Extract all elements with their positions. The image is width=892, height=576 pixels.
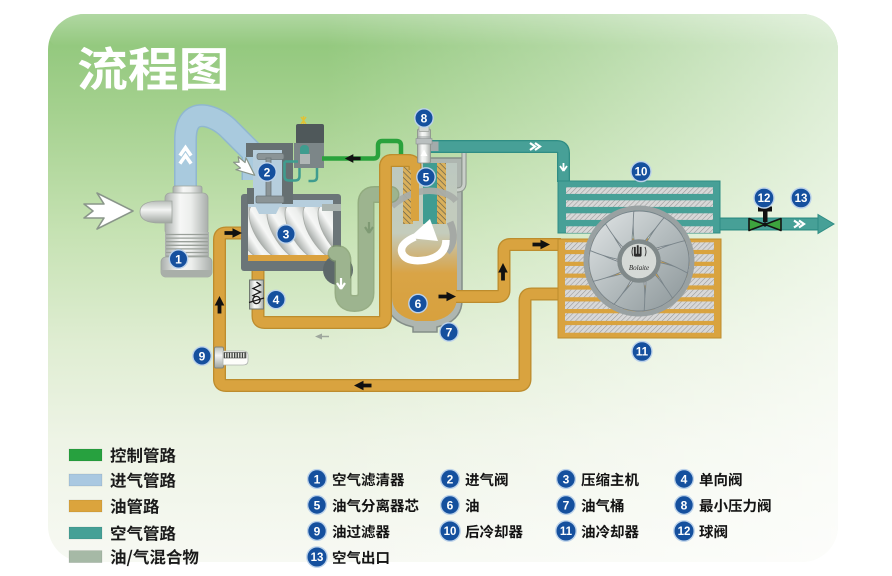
svg-text:10: 10	[444, 526, 457, 538]
svg-text:2: 2	[264, 165, 271, 179]
svg-text:1: 1	[314, 472, 321, 486]
svg-text:1: 1	[175, 252, 182, 266]
svg-text:7: 7	[563, 498, 570, 512]
svg-text:11: 11	[636, 347, 649, 359]
svg-text:5: 5	[314, 498, 321, 512]
svg-text:12: 12	[758, 193, 771, 205]
svg-text:13: 13	[311, 552, 324, 564]
svg-text:3: 3	[563, 472, 570, 486]
svg-text:4: 4	[681, 472, 688, 486]
svg-text:13: 13	[795, 193, 808, 205]
svg-text:11: 11	[560, 526, 573, 538]
svg-text:8: 8	[681, 498, 688, 512]
svg-text:12: 12	[678, 526, 691, 538]
svg-text:2: 2	[447, 472, 454, 486]
svg-text:6: 6	[415, 297, 422, 311]
svg-text:3: 3	[283, 227, 290, 241]
svg-text:4: 4	[273, 293, 280, 307]
svg-text:Bolaite: Bolaite	[629, 264, 649, 272]
svg-text:10: 10	[635, 167, 648, 179]
svg-text:8: 8	[421, 111, 428, 125]
svg-text:7: 7	[446, 325, 453, 339]
svg-text:5: 5	[423, 170, 430, 184]
svg-text:9: 9	[314, 524, 321, 538]
svg-text:9: 9	[199, 349, 206, 363]
svg-text:6: 6	[447, 498, 454, 512]
